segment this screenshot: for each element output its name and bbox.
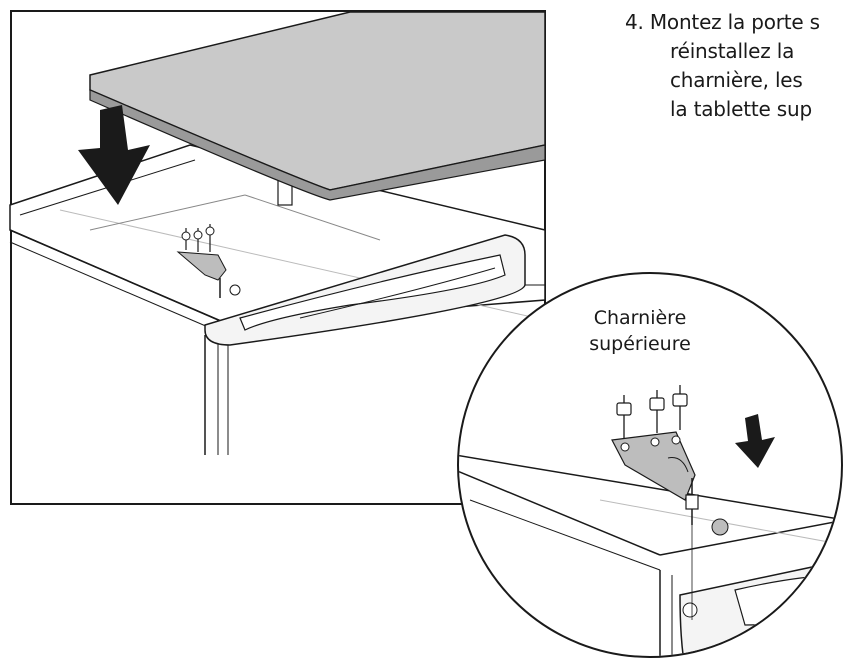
instruction-line-4: la tablette sup xyxy=(670,97,812,121)
instruction-line-1: 4. Montez la porte s xyxy=(625,10,820,34)
instruction-text: 4. Montez la porte s réinstallez la char… xyxy=(625,8,856,124)
instruction-line-2: réinstallez la xyxy=(670,39,795,63)
down-arrow-icon xyxy=(78,105,150,205)
door-handle xyxy=(239,254,506,331)
instruction-line-3: charnière, les xyxy=(670,68,803,92)
lid-edge xyxy=(89,89,546,201)
hinge-label-line-2: supérieure xyxy=(589,333,691,355)
callout-down-arrow-icon xyxy=(735,414,775,468)
hinge-label: Charnière supérieure xyxy=(560,305,720,357)
hinge-label-line-1: Charnière xyxy=(593,307,687,329)
hinge-plate-icon xyxy=(611,385,699,620)
fridge-front-edge xyxy=(9,229,231,326)
main-panel xyxy=(9,10,546,505)
hinge-small-icon xyxy=(176,224,241,298)
